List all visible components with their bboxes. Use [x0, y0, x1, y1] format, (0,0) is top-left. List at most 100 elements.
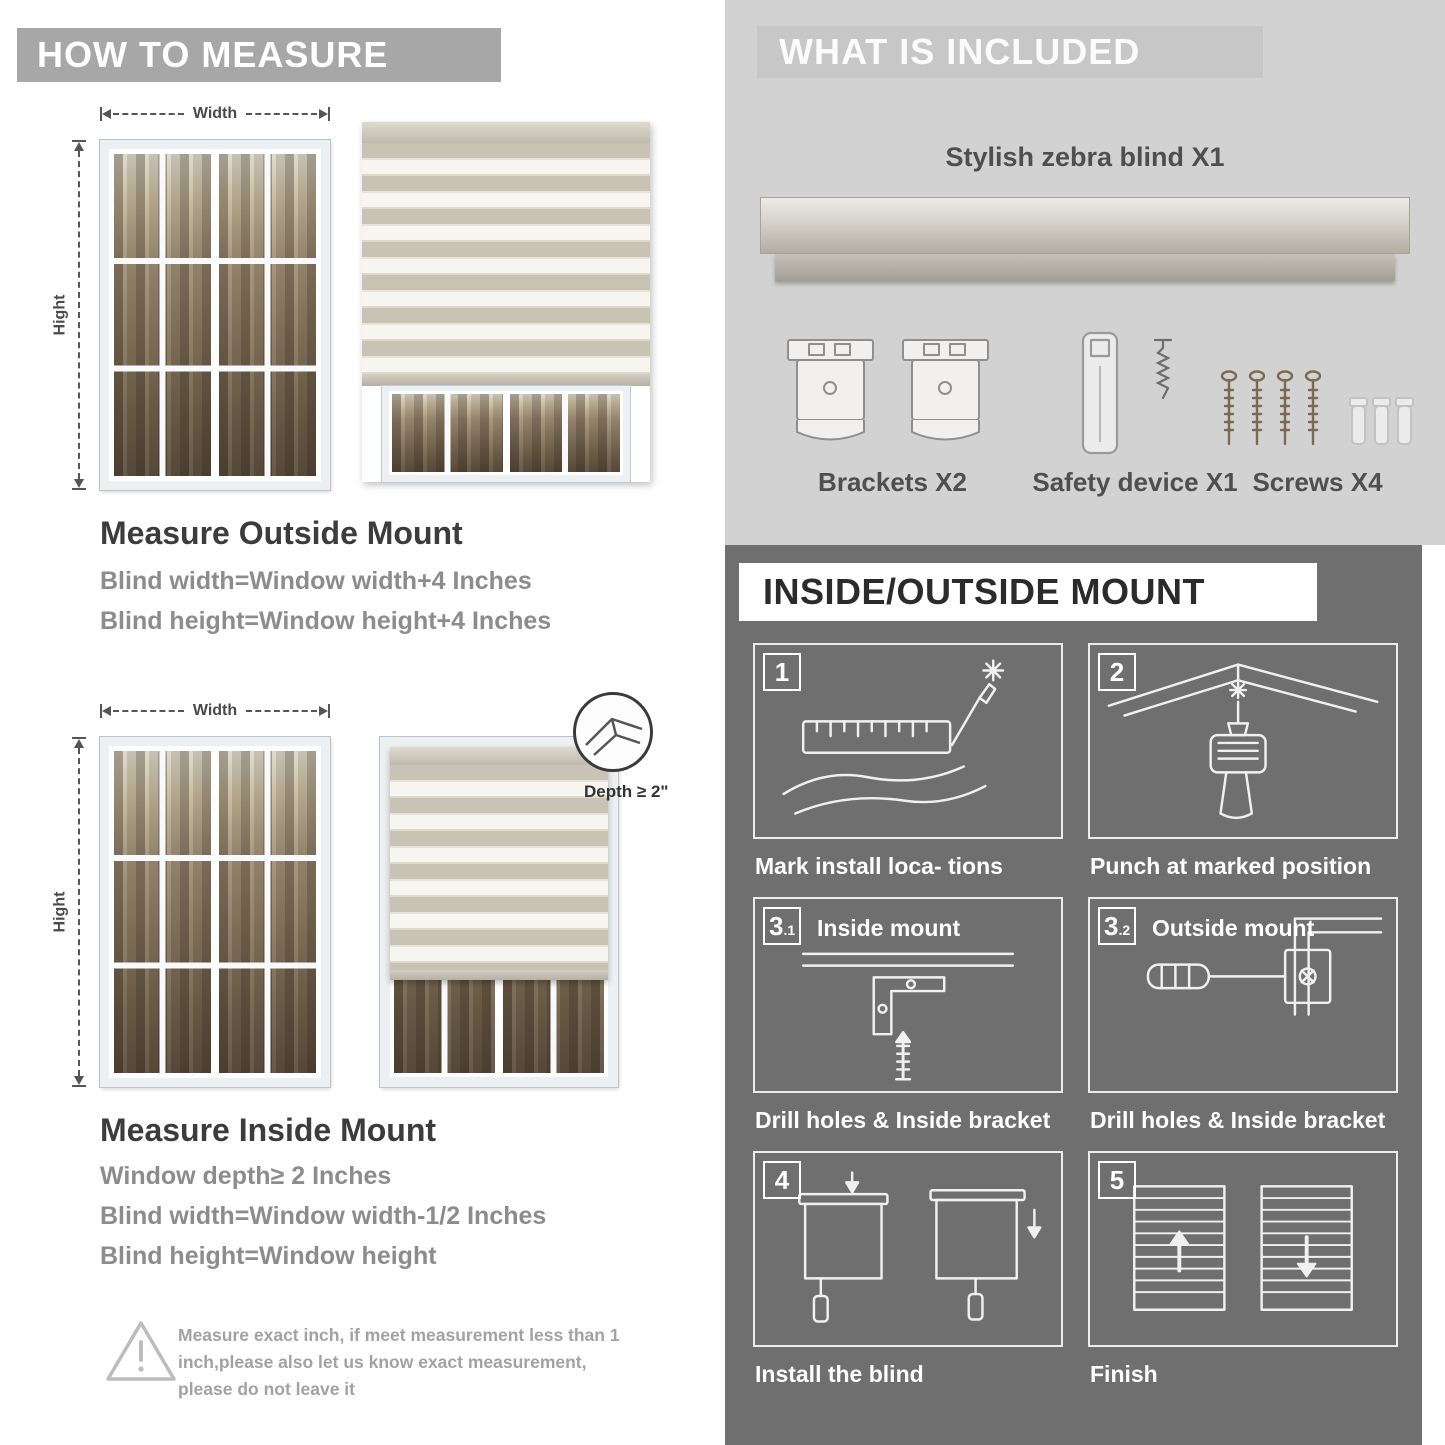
arrow-tick: [72, 1085, 86, 1087]
brackets-label: Brackets X2: [818, 467, 967, 497]
inside-formula-depth: Window depth≥ 2 Inches: [100, 1162, 392, 1190]
step-3-2-caption: Drill holes & Inside bracket: [1090, 1107, 1386, 1133]
window-glass: [392, 394, 503, 472]
step-3-1: 3.1 Inside mount Drill holes & Inside br…: [753, 897, 1063, 1151]
step-number-badge: 1: [763, 653, 801, 691]
inside-mount-title: Measure Inside Mount: [100, 1112, 437, 1148]
window-sash: [114, 751, 211, 1073]
inside-formula-width: Blind width=Window width-1/2 Inches: [100, 1202, 547, 1230]
inside-bracket-icon: [801, 952, 1015, 1081]
height-label: Hight: [51, 891, 69, 933]
step-1-panel: 1: [753, 643, 1063, 839]
step-3-1-caption: Drill holes & Inside bracket: [755, 1107, 1051, 1133]
arrow-line: [78, 748, 80, 1076]
step-4: 4 Install the blind: [753, 1151, 1063, 1405]
window-illustration-outside: [99, 139, 331, 491]
step-number-badge: 4: [763, 1161, 801, 1199]
arrow-tick: [72, 737, 86, 739]
depth-callout-circle: [573, 692, 653, 772]
width-label: Width: [192, 105, 238, 122]
blind-valance-illustration: [775, 254, 1395, 281]
height-arrow-inside: Hight: [51, 737, 88, 1087]
height-arrow-outside: Hight: [51, 140, 88, 490]
mount-header: INSIDE/OUTSIDE MOUNT: [739, 563, 1317, 621]
arrow-left-icon: [102, 706, 111, 716]
window-sash: [219, 751, 316, 1073]
screws-icon: [1220, 370, 1414, 446]
how-to-measure-header: HOW TO MEASURE: [17, 28, 501, 82]
outside-formula-height: Blind height=Window height+4 Inches: [100, 607, 552, 635]
width-arrow-inside: Width: [100, 702, 330, 719]
blind-headrail: [390, 747, 608, 765]
arrow-line: [246, 710, 317, 712]
width-arrow-outside: Width: [100, 105, 330, 122]
blind-headrail: [362, 122, 650, 143]
bracket-icon: [787, 339, 989, 441]
step-3-2-title: Outside mount: [1152, 915, 1315, 941]
step-1: 1 Mark install loca- tions: [753, 643, 1063, 897]
arrow-right-icon: [319, 109, 328, 119]
inside-formula-height: Blind height=Window height: [100, 1242, 437, 1270]
drill-punch-icon: [1107, 663, 1379, 820]
window-bottom: [381, 385, 631, 483]
step-3-1-panel: 3.1 Inside mount: [753, 897, 1063, 1093]
mark-location-icon: [782, 659, 1005, 815]
warning-text: Measure exact inch, if meet measurement …: [178, 1325, 620, 1400]
arrow-line: [113, 710, 184, 712]
arrow-tick: [72, 488, 86, 490]
step-number-badge: 2: [1098, 653, 1136, 691]
arrow-up-icon: [74, 739, 84, 748]
window-illustration-inside: [99, 736, 331, 1088]
corner-detail-icon: [585, 717, 643, 756]
arrow-down-icon: [74, 1076, 84, 1085]
step-number-badge: 3.2: [1098, 907, 1137, 945]
step-4-panel: 4: [753, 1151, 1063, 1347]
step-2-caption: Punch at marked position: [1090, 853, 1372, 879]
outside-bracket-icon: [1146, 917, 1383, 1016]
arrow-down-icon: [74, 479, 84, 488]
height-label: Hight: [51, 294, 69, 336]
step-number-badge: 3.1: [763, 907, 802, 945]
step-2-panel: 2: [1088, 643, 1398, 839]
step-5-caption: Finish: [1090, 1361, 1158, 1387]
arrow-tick: [100, 704, 102, 718]
safety-device-icon: [1081, 331, 1173, 455]
zebra-blind-inside-illustration: [379, 736, 619, 1088]
blind-headrail-illustration: [760, 197, 1410, 254]
step-5-panel: 5: [1088, 1151, 1398, 1347]
arrow-tick: [328, 704, 330, 718]
blind-stripes: [362, 143, 650, 374]
blind-stripes: [390, 765, 608, 970]
blind-bottom-rail: [362, 374, 650, 386]
window-sash: [114, 154, 211, 476]
step-3-2: 3.2 Outside mount Drill holes & Inside b…: [1088, 897, 1398, 1151]
arrow-line: [113, 113, 184, 115]
safety-device-label: Safety device X1: [1032, 467, 1238, 497]
step-number-badge: 5: [1098, 1161, 1136, 1199]
window-glass: [509, 394, 620, 472]
arrow-tick: [72, 140, 86, 142]
width-label: Width: [192, 702, 238, 719]
step-2: 2 Punch at marked position: [1088, 643, 1398, 897]
mount-title: INSIDE/OUTSIDE MOUNT: [763, 571, 1206, 612]
blind-bottom-rail: [390, 970, 608, 980]
arrow-tick: [328, 107, 330, 121]
what-is-included-header: WHAT IS INCLUDED: [757, 26, 1263, 78]
how-to-measure-title: HOW TO MEASURE: [37, 34, 389, 75]
arrow-up-icon: [74, 142, 84, 151]
install-blind-icon: [798, 1171, 1042, 1323]
product-label: Stylish zebra blind X1: [945, 142, 1225, 172]
warning-icon: [103, 1316, 179, 1386]
arrow-line: [78, 151, 80, 479]
step-5: 5 Finish: [1088, 1151, 1398, 1405]
arrow-tick: [100, 107, 102, 121]
what-is-included-title: WHAT IS INCLUDED: [779, 31, 1141, 72]
step-4-caption: Install the blind: [755, 1361, 924, 1387]
arrow-right-icon: [319, 706, 328, 716]
arrow-left-icon: [102, 109, 111, 119]
step-1-caption: Mark install loca- tions: [755, 853, 1003, 879]
steps-grid: 1 Mark install loca- tions: [753, 643, 1398, 1405]
step-3-1-title: Inside mount: [817, 915, 961, 941]
zebra-blind-outside-illustration: [362, 122, 650, 483]
depth-callout-label: Depth ≥ 2": [584, 782, 669, 801]
